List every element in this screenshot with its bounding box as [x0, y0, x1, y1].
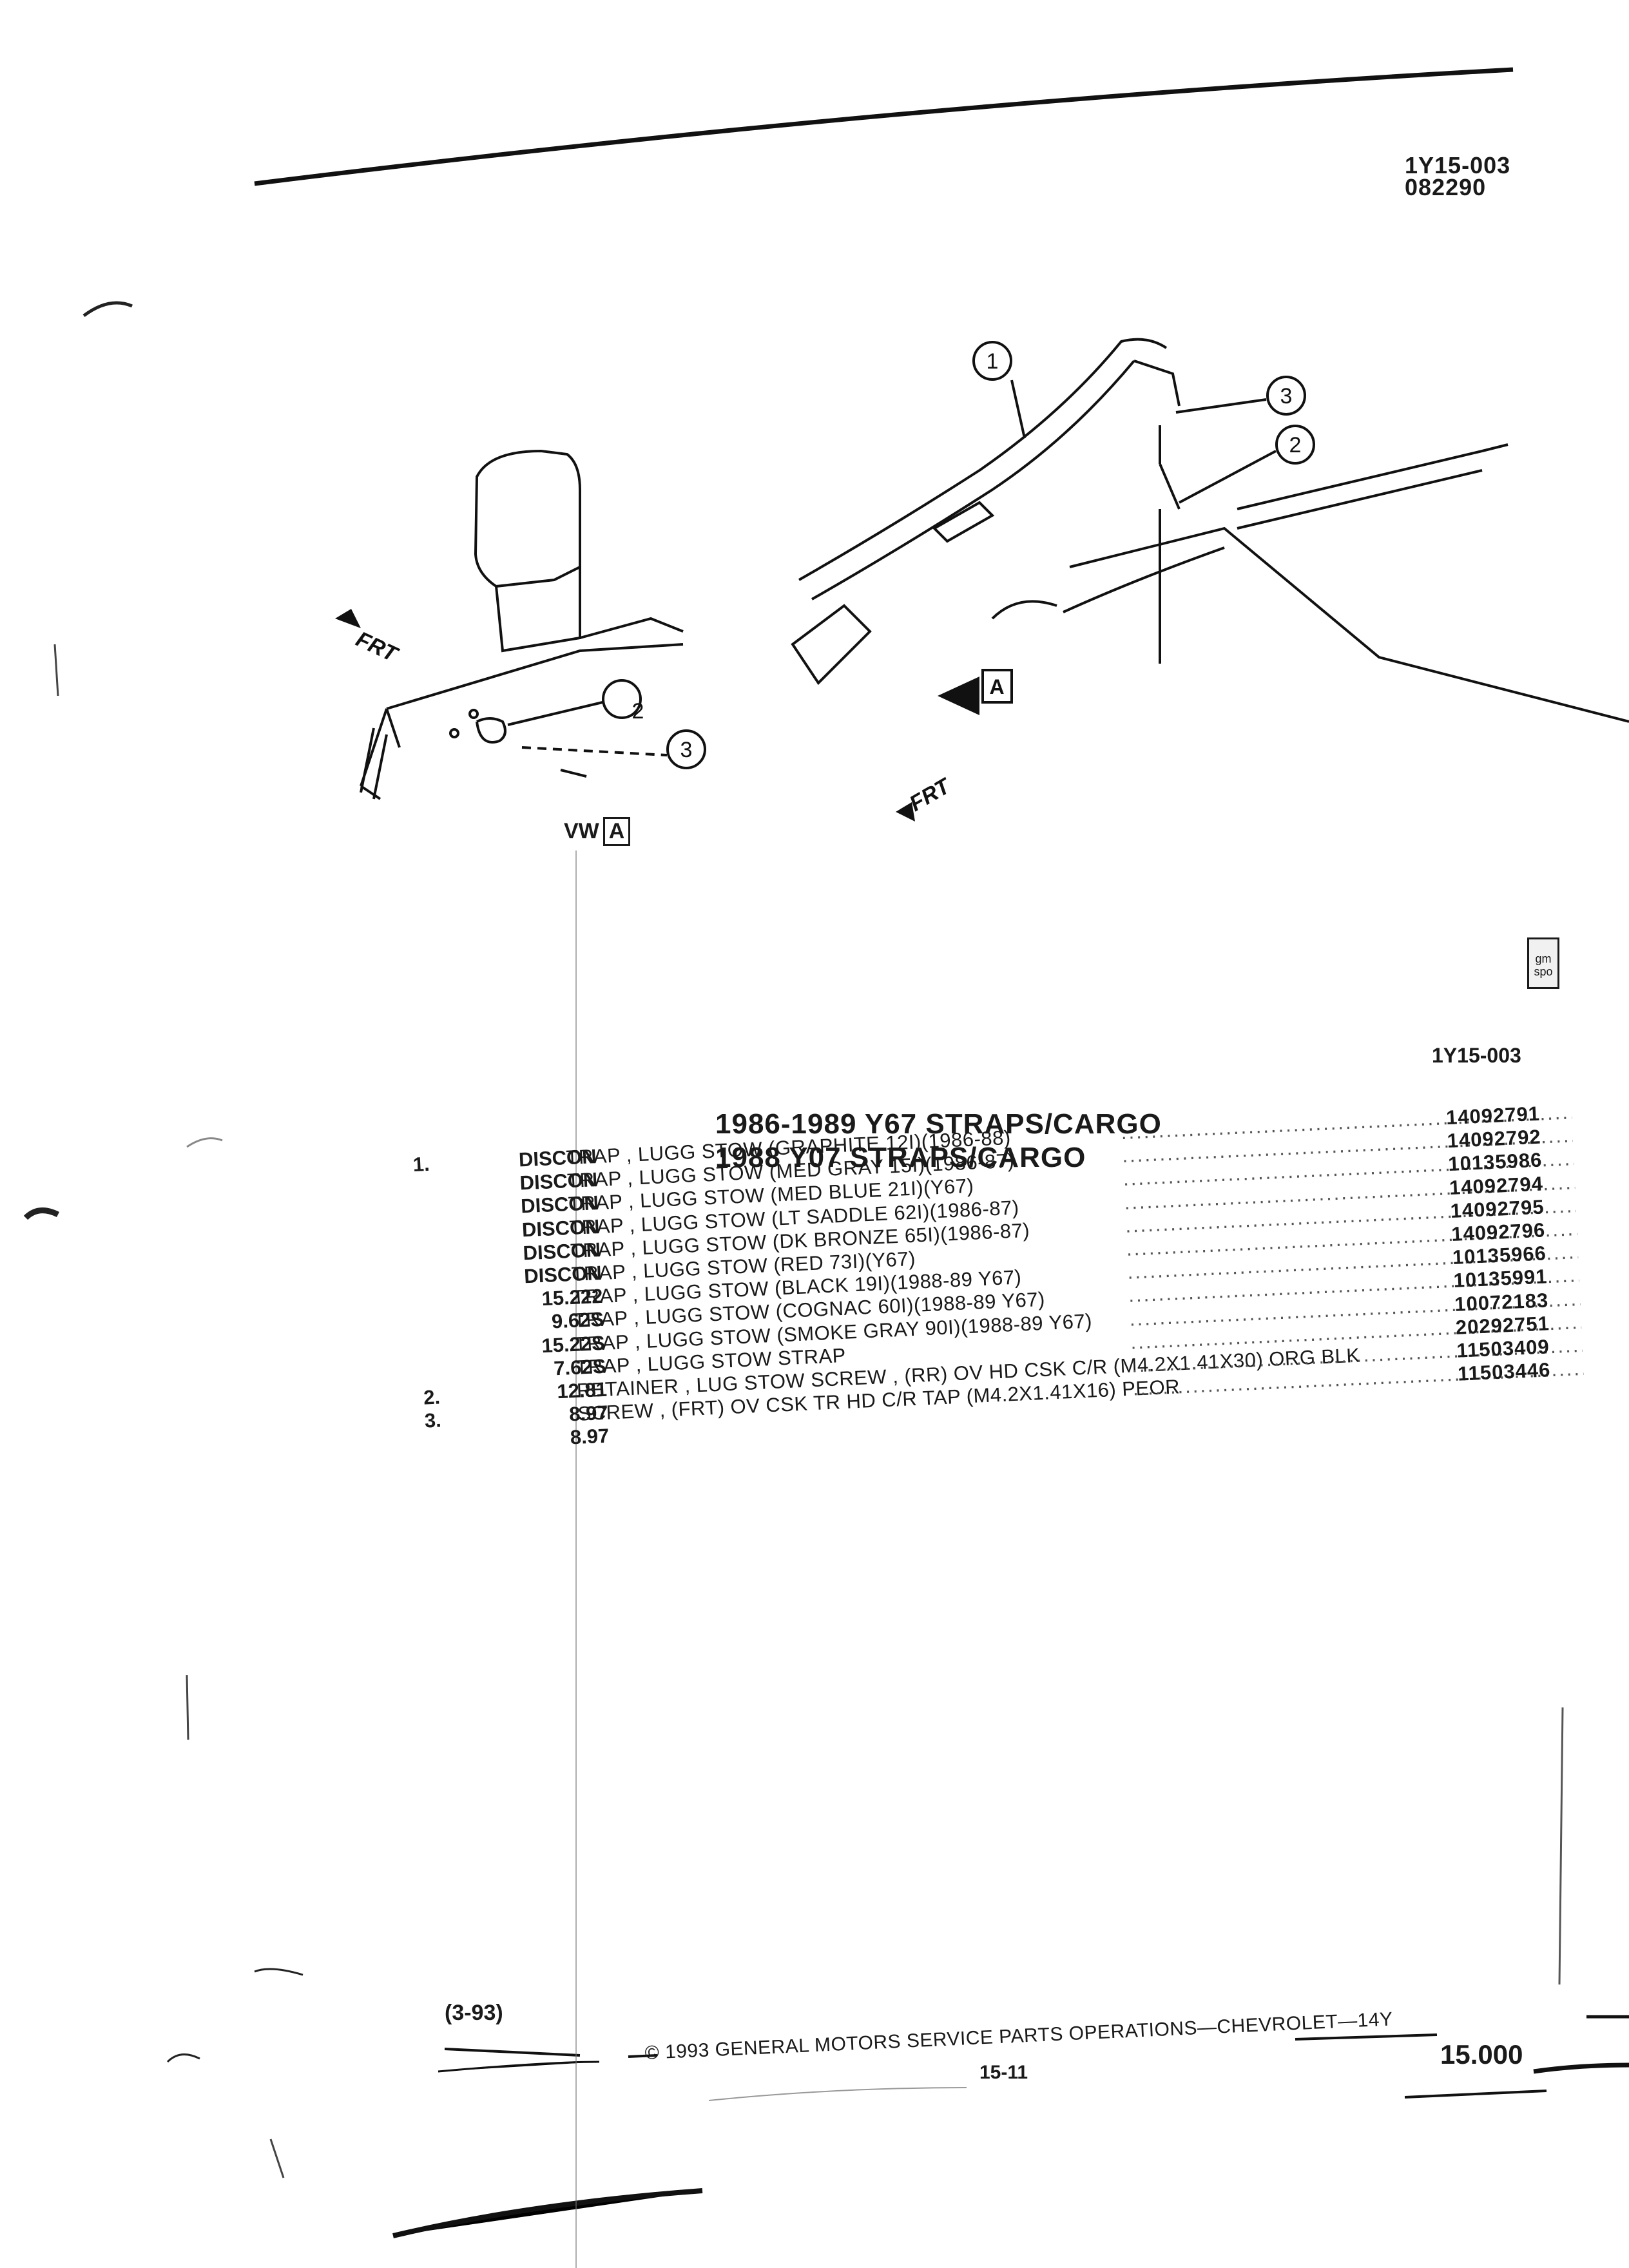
scan-fold-line: [575, 850, 577, 2268]
view-a-arrow-icon: [938, 677, 979, 715]
frt-arrow-left-icon: [335, 609, 361, 628]
footer-section-number: 15.000: [1440, 2039, 1523, 2070]
section-id: 1Y15-003: [1432, 1044, 1521, 1067]
parts-ref: 3.: [424, 1408, 442, 1432]
callout-3-left: 3: [680, 738, 693, 762]
header-date-code: 082290: [1405, 174, 1487, 200]
frt-arrow-right-icon: [896, 802, 915, 822]
callout-2-left: 2: [632, 699, 644, 724]
parts-number: 11503446: [1457, 1358, 1552, 1385]
header-block: 1Y15-003 082290: [1405, 152, 1511, 200]
callout-1-right: 1: [987, 349, 999, 374]
gm-spo-logo: gm spo: [1527, 937, 1559, 989]
callout-3-right: 3: [1280, 384, 1293, 408]
parts-ref: 1.: [412, 1152, 430, 1176]
header-rule: [254, 67, 1514, 186]
view-letter-box: A: [602, 817, 631, 846]
footer-page-number: 15-11: [979, 2062, 1028, 2083]
strap-diagram: [791, 338, 1629, 723]
section-title-1: 1986-1989 Y67 STRAPS/CARGO: [715, 1108, 1162, 1140]
seat-diagram: [360, 449, 706, 800]
svg-text:A: A: [989, 675, 1004, 698]
svg-text:FRT: FRT: [352, 627, 403, 668]
callout-2-right: 2: [1289, 433, 1302, 457]
parts-ref: 2.: [423, 1385, 441, 1409]
section-title-2: 1988 Y07 STRAPS/CARGO: [715, 1142, 1086, 1173]
header-section-id: 1Y15-003: [1405, 152, 1511, 178]
footer-revision: (3-93): [445, 2001, 503, 2025]
